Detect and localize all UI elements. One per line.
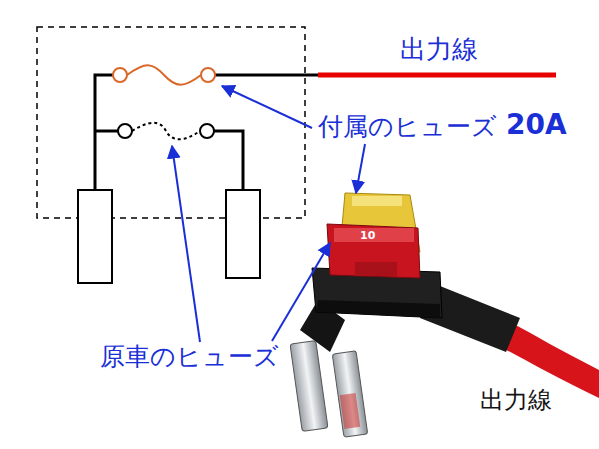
wire-label: 出力線 <box>400 36 478 62</box>
output-wire <box>318 73 556 78</box>
fuse-rating: 10 <box>360 230 375 241</box>
blade <box>332 351 367 438</box>
wires <box>95 75 318 190</box>
fuse-tap-photo <box>290 193 599 437</box>
part-name: 付属のヒューズ <box>318 114 497 139</box>
original-fuse-symbol <box>118 123 214 140</box>
terminal <box>226 190 260 278</box>
blade <box>290 341 328 432</box>
red-fuse <box>327 224 420 278</box>
schematic <box>37 27 556 283</box>
wire-label: 出力線 <box>480 388 552 412</box>
rating-label: 20A <box>506 111 567 139</box>
terminal <box>78 190 112 283</box>
added-fuse-symbol <box>113 65 215 85</box>
part-name: 原車のヒューズ <box>100 344 279 369</box>
